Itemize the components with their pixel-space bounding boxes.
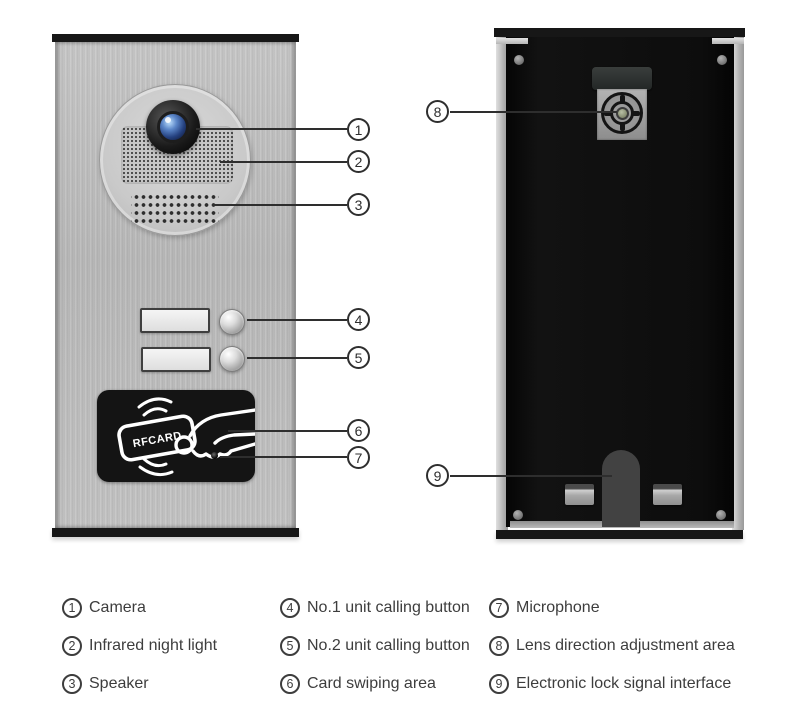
legend-label-speaker: Speaker	[89, 675, 149, 692]
callout-4: 4	[347, 308, 370, 331]
legend-item-electronic-lock-signal-interface: 9 Electronic lock signal interface	[489, 673, 731, 695]
signal-wave-icon	[142, 407, 168, 417]
leader-line-1	[196, 128, 347, 130]
screw-top-left	[514, 55, 524, 65]
call-button-1	[219, 309, 245, 335]
legend-num-1: 1	[62, 598, 82, 618]
legend-label-card-swiping-area: Card swiping area	[307, 675, 436, 692]
callout-9: 9	[426, 464, 449, 487]
dial-center-screw	[616, 107, 629, 120]
legend-num-6: 6	[280, 674, 300, 694]
back-left-rail	[496, 37, 508, 530]
nameplate-2	[141, 347, 211, 372]
back-left-bracket	[496, 38, 528, 44]
legend-item-infrared-night-light: 2 Infrared night light	[62, 635, 217, 657]
legend-item-no1-unit-calling-button: 4 No.1 unit calling button	[280, 597, 470, 619]
speaker-grille	[131, 191, 219, 223]
back-right-rail	[732, 37, 744, 530]
back-bottom-trim	[496, 530, 743, 539]
callout-8: 8	[426, 100, 449, 123]
legend-num-4: 4	[280, 598, 300, 618]
legend-num-9: 9	[489, 674, 509, 694]
legend-label-infrared-night-light: Infrared night light	[89, 637, 218, 654]
electronic-lock-signal-interface	[602, 450, 640, 527]
back-top-trim	[494, 28, 745, 37]
front-bottom-trim	[52, 528, 299, 537]
legend-item-microphone: 7 Microphone	[489, 597, 600, 619]
screw-top-right	[717, 55, 727, 65]
legend-item-camera: 1 Camera	[62, 597, 146, 619]
legend-item-no2-unit-calling-button: 5 No.2 unit calling button	[280, 635, 470, 657]
call-button-2	[219, 346, 245, 372]
leader-line-9	[450, 475, 612, 477]
legend-num-5: 5	[280, 636, 300, 656]
legend-label-lens-direction-adjustment-area: Lens direction adjustment area	[516, 637, 735, 654]
back-right-bracket	[712, 38, 744, 44]
legend-item-speaker: 3 Speaker	[62, 673, 149, 695]
rfcard-artwork: RFCARD	[117, 397, 257, 477]
leader-line-3	[214, 204, 347, 206]
microphone-hole	[211, 452, 218, 459]
legend-num-8: 8	[489, 636, 509, 656]
lens-adjustment-cap	[592, 67, 652, 90]
lens-glint	[165, 117, 171, 123]
legend-label-electronic-lock-signal-interface: Electronic lock signal interface	[516, 675, 732, 692]
card-swiping-area: RFCARD	[97, 390, 257, 482]
screw-bottom-left	[513, 510, 523, 520]
legend-item-lens-direction-adjustment-area: 8 Lens direction adjustment area	[489, 635, 735, 657]
legend-item-card-swiping-area: 6 Card swiping area	[280, 673, 436, 695]
callout-1: 1	[347, 118, 370, 141]
callout-5: 5	[347, 346, 370, 369]
terminal-block-right	[653, 484, 682, 505]
leader-line-8	[450, 111, 617, 113]
leader-line-5	[247, 357, 347, 359]
screw-bottom-right	[716, 510, 726, 520]
legend-label-microphone: Microphone	[516, 599, 600, 616]
camera-lens	[146, 100, 200, 154]
callout-7: 7	[347, 446, 370, 469]
callout-2: 2	[347, 150, 370, 173]
legend-label-no2-unit-calling-button: No.2 unit calling button	[307, 637, 470, 654]
camera-lens-glass	[157, 111, 189, 143]
callout-6: 6	[347, 419, 370, 442]
nameplate-1	[140, 308, 210, 333]
legend-num-3: 3	[62, 674, 82, 694]
leader-line-2	[220, 161, 347, 163]
callout-3: 3	[347, 193, 370, 216]
leader-line-6	[228, 430, 347, 432]
legend-label-no1-unit-calling-button: No.1 unit calling button	[307, 599, 470, 616]
legend-label-camera: Camera	[89, 599, 146, 616]
leader-line-4	[247, 319, 347, 321]
legend-num-2: 2	[62, 636, 82, 656]
front-top-trim	[52, 34, 299, 42]
legend-num-7: 7	[489, 598, 509, 618]
leader-line-7	[220, 456, 347, 458]
terminal-block-left	[565, 484, 594, 505]
